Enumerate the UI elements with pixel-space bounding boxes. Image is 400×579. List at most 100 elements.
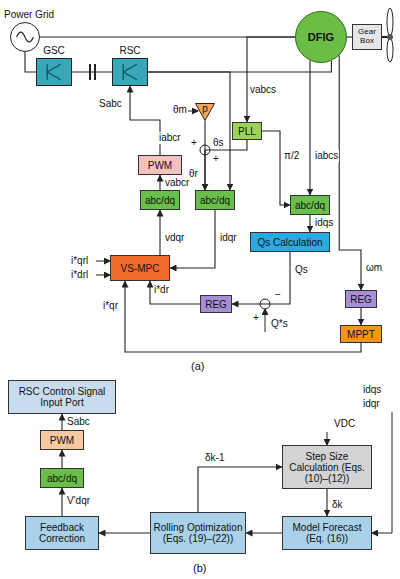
block-text: PWM (50, 435, 74, 446)
process-box: Qs Calculation (250, 232, 330, 252)
process-box: Step Size Calculation (Eqs. (10)–(12)) (282, 445, 372, 489)
signal-arrow (96, 261, 110, 262)
process-box: abc/dq (195, 190, 235, 210)
block-text: REG (205, 299, 227, 310)
connector (148, 61, 331, 72)
signal-label: iabcr (158, 132, 182, 144)
symbol (113, 59, 147, 85)
block-text: abc/dq (47, 473, 77, 484)
connector (150, 281, 200, 304)
signal-arrow (96, 275, 110, 276)
process-box: Feedback Correction (25, 516, 99, 550)
process-box: abc/dq (290, 195, 330, 215)
signal-label: iabcs (314, 150, 339, 162)
block-text: PWM (148, 160, 172, 171)
process-box: VS-MPC (110, 255, 170, 281)
igbt-bridge (36, 58, 72, 86)
connector (246, 532, 282, 533)
block-text: Rolling Optimization (Eqs. (19)–(22)) (153, 522, 243, 544)
signal-label: V'dqr (66, 495, 91, 507)
diagram-label: idqs (362, 384, 382, 396)
block-label: GSC (36, 44, 72, 58)
process-box: PWM (138, 155, 182, 175)
connector (262, 131, 290, 205)
process-box: REG (345, 290, 377, 308)
signal-label: δk (331, 499, 344, 511)
diagram-label: idqr (362, 398, 381, 410)
turbine-blade (387, 38, 393, 62)
signal-label: δk-1 (204, 452, 225, 464)
connector (232, 252, 290, 304)
signal-label: Sabc (66, 416, 91, 428)
diagram-label: (b) (192, 562, 207, 574)
diagram-label: i*qrl (70, 255, 89, 267)
turbine-hub (387, 34, 393, 40)
signal-label: vdqr (164, 232, 185, 244)
process-box: PLL (232, 122, 262, 140)
signal-label: ωm (365, 262, 383, 274)
block-text: VS-MPC (121, 263, 160, 274)
connector (61, 414, 62, 430)
connector (61, 450, 62, 468)
block-text: abc/dq (295, 200, 325, 211)
block-text: Qs Calculation (257, 237, 322, 248)
diagram-label: Q*s (270, 318, 289, 330)
turbine-blade (387, 8, 393, 36)
signal-label: i*qr (102, 300, 119, 312)
diagram-label: + (252, 312, 260, 324)
process-box: Gear Box (352, 24, 382, 50)
signal-label: θs (212, 137, 225, 149)
signal-label: idqs (314, 217, 334, 229)
block-text: DFIG (308, 31, 334, 43)
connector (159, 175, 160, 190)
connector (99, 532, 150, 533)
block-text: Feedback Correction (28, 522, 96, 544)
signal-label: vabcs (249, 84, 277, 96)
igbt-bridge (112, 58, 148, 86)
signal-label: idqr (219, 232, 238, 244)
connector (130, 86, 160, 155)
connector (25, 52, 36, 72)
process-box: PWM (40, 430, 84, 450)
process-box: abc/dq (140, 190, 180, 210)
connector (198, 467, 282, 512)
process-box: Rolling Optimization (Eqs. (19)–(22)) (150, 512, 246, 554)
signal-label: π/2 (283, 150, 300, 162)
diagram-label: i*drl (70, 269, 89, 281)
gain-triangle: p (195, 103, 215, 121)
block-text: abc/dq (200, 195, 230, 206)
diagram-label: + (212, 153, 220, 165)
block-text: Step Size Calculation (Eqs. (10)–(12)) (285, 451, 369, 484)
process-box: REG (200, 295, 232, 313)
signal-arrow (327, 432, 328, 445)
block-text: RSC Control Signal Input Port (11, 386, 113, 408)
block-text: MPPT (347, 329, 375, 340)
block-text: Gear Box (355, 28, 379, 46)
block-text: PLL (238, 126, 256, 137)
block-label: RSC (112, 44, 148, 58)
process-box: MPPT (340, 325, 382, 343)
signal-label: vabcr (164, 177, 190, 189)
diagram-label: VDC (333, 418, 356, 430)
process-box: Model Forecast (Eq. (16)) (282, 516, 372, 550)
connector (309, 61, 311, 195)
connector (61, 488, 62, 516)
signal-label: i*dr (153, 284, 170, 296)
signal-label: Qs (294, 264, 309, 276)
connector (72, 71, 112, 72)
connector (326, 489, 327, 516)
machine-circle: DFIG (295, 11, 347, 63)
block-text: Model Forecast (Eq. (16)) (285, 522, 369, 544)
connector (247, 37, 295, 122)
process-box: RSC Control Signal Input Port (8, 380, 116, 414)
block-label: Power Grid (4, 8, 74, 22)
connector (159, 210, 160, 255)
block-text: abc/dq (145, 195, 175, 206)
diagram-label: + (190, 137, 198, 149)
converter-block: RSC (112, 44, 148, 86)
signal-label: Sabc (98, 98, 123, 110)
source-circle (10, 22, 40, 52)
